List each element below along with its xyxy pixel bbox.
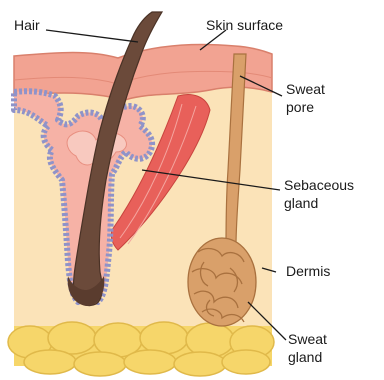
label-sebaceous-line1: Sebaceous bbox=[284, 177, 354, 193]
label-sebaceous-line2: gland bbox=[284, 195, 318, 211]
fat-layer bbox=[8, 322, 274, 376]
label-sweat-pore-line1: Sweat bbox=[286, 81, 325, 97]
pointer-hair bbox=[46, 30, 138, 42]
sweat-gland bbox=[188, 238, 256, 326]
label-dermis: Dermis bbox=[286, 263, 330, 279]
label-sweat-gland-line1: Sweat bbox=[288, 331, 327, 347]
label-sweat-pore-line2: pore bbox=[286, 99, 314, 115]
label-hair: Hair bbox=[14, 17, 40, 33]
label-sweat-gland-line2: gland bbox=[288, 349, 322, 365]
label-skin-surface: Skin surface bbox=[206, 17, 283, 33]
